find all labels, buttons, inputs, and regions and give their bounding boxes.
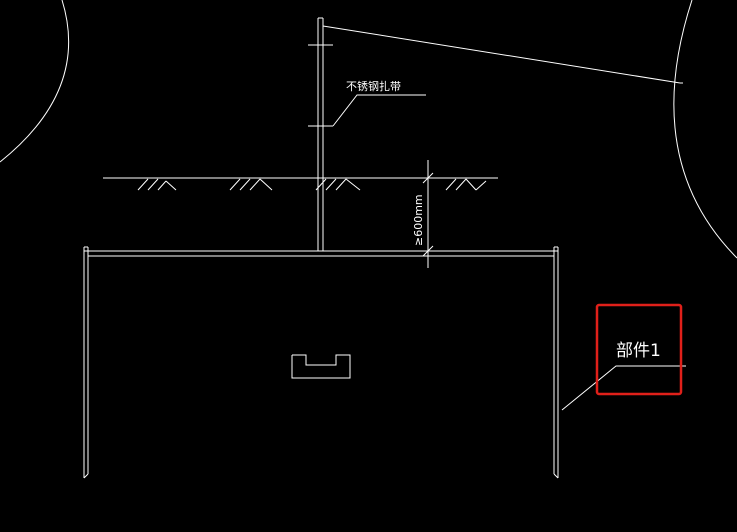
soil-hatch-4 (445, 178, 487, 191)
right-arc (673, 0, 737, 259)
pole (308, 17, 333, 251)
soil-hatch-1 (137, 178, 177, 191)
strap-label: 不锈钢扎带 (346, 79, 401, 93)
part-leader-line (561, 365, 686, 411)
guy-wire-line (322, 25, 681, 84)
part-label: 部件1 (616, 341, 661, 361)
strap-leader-line (332, 94, 426, 127)
left-arc (0, 0, 70, 163)
trench-box (83, 246, 559, 479)
soil-hatch-2 (229, 178, 273, 191)
depth-label: ≥600mm (412, 194, 425, 246)
soil-hatch-3 (315, 178, 361, 191)
bracket-symbol (291, 354, 351, 379)
highlight-box (595, 303, 683, 396)
